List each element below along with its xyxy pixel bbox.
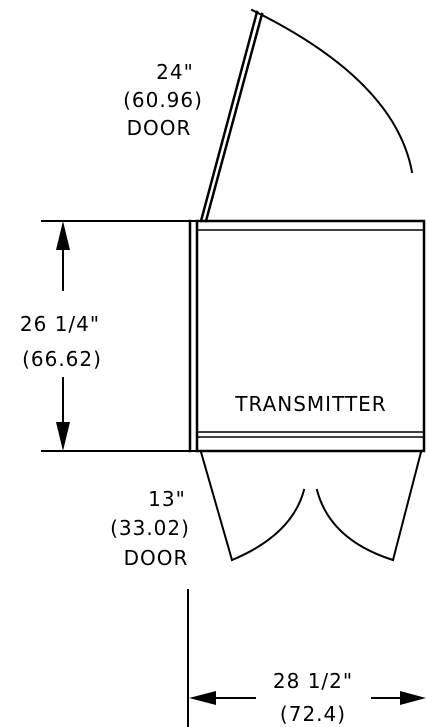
top-door-dimension: 24" [156, 60, 194, 84]
width-arrow-right-icon [400, 691, 426, 705]
cabinet-outline [195, 219, 426, 453]
transmitter-cabinet: TRANSMITTER [188, 219, 426, 453]
bottom-door-left-leaf [199, 450, 234, 562]
bottom-door-metric: (33.02) [110, 516, 190, 540]
height-arrow-down-icon [56, 422, 70, 451]
width-dimension-value: 28 1/2" [273, 669, 353, 693]
width-dimension [187, 589, 426, 727]
width-dimension-metric: (72.4) [280, 702, 346, 726]
bottom-doors-group [199, 450, 423, 562]
bottom-door-right-arc [315, 488, 395, 562]
height-dimension-metric: (66.62) [22, 347, 102, 371]
cabinet-label: TRANSMITTER [234, 392, 386, 416]
top-door-swing-arc [250, 8, 414, 174]
top-door-group [199, 8, 414, 223]
height-dimension-value: 26 1/4" [20, 312, 100, 336]
top-door-leaf-inner [204, 12, 264, 223]
height-dimension [41, 220, 189, 452]
bottom-door-label: DOOR [124, 546, 189, 570]
height-arrow-up-icon [56, 221, 70, 250]
bottom-door-left-arc [230, 488, 306, 562]
bottom-door-right-leaf [391, 450, 423, 562]
width-arrow-left-icon [189, 691, 216, 705]
top-door-metric: (60.96) [123, 88, 203, 112]
top-door-label: DOOR [127, 116, 192, 140]
top-door-leaf-outer [199, 10, 259, 223]
bottom-door-dimension: 13" [148, 487, 186, 511]
